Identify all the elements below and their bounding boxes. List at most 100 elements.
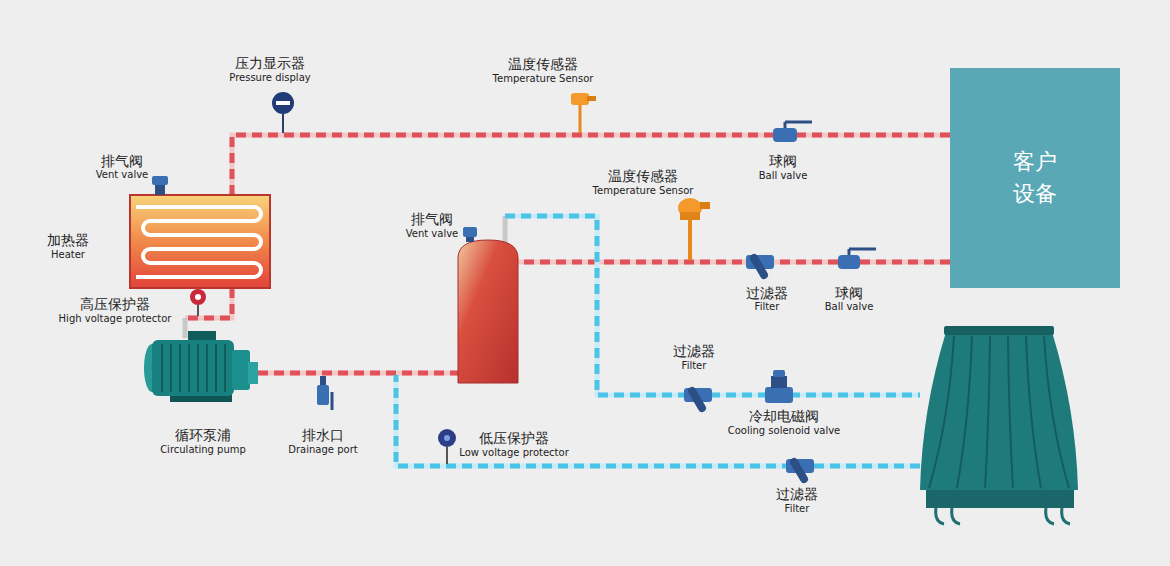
part-label: 高压保护器 — [80, 296, 150, 312]
cold-pipe-part — [505, 216, 920, 395]
ball-valve-icon — [773, 122, 812, 142]
part-label-en: Temperature Sensor — [493, 73, 594, 85]
motor-fin — [197, 344, 199, 392]
filter-icon — [684, 388, 712, 408]
part-label: 循环泵浦 — [175, 427, 231, 443]
solenoid-valve-icon-part — [771, 376, 787, 388]
pressure-display-icon-part — [282, 114, 284, 133]
solenoid-valve-icon — [765, 370, 793, 403]
water-tank — [458, 240, 518, 383]
heater-part — [136, 207, 261, 277]
hot-pipe-part — [185, 288, 232, 318]
temperature-sensor-icon — [678, 198, 710, 260]
temperature-sensor-icon-part — [700, 202, 710, 209]
solenoid-valve-icon-part — [773, 370, 785, 377]
part-label: 压力显示器 — [235, 55, 305, 71]
cooling-tower-part — [952, 508, 960, 524]
filter-icon — [786, 459, 814, 479]
vent-valve-icon-part — [463, 227, 477, 237]
ball-valve-icon-part — [849, 248, 876, 251]
ball-valve-icon-part — [838, 255, 860, 269]
high-voltage-protector-icon — [190, 289, 206, 316]
part-label-en: Filter — [682, 360, 707, 372]
part-label: 温度传感器 — [508, 56, 578, 72]
hot-pipe-part — [185, 288, 232, 318]
temperature-sensor-icon-part — [680, 212, 700, 220]
part-label-en: Filter — [785, 503, 810, 515]
part-label-en: Pressure display — [229, 72, 310, 84]
cooling-tower-part — [944, 326, 1054, 335]
cold-pipe-part — [396, 375, 920, 466]
water-tank-part — [458, 240, 518, 383]
vent-valve-icon-part — [155, 184, 165, 195]
part-label-en: High voltage protector — [59, 313, 172, 325]
part-label: 过滤器 — [746, 285, 788, 301]
part-label-en: Drainage port — [288, 444, 357, 456]
filter-icon-part — [692, 391, 702, 408]
motor-fin — [161, 344, 163, 392]
part-label: 过滤器 — [673, 343, 715, 359]
low-voltage-protector-icon-part — [438, 429, 456, 447]
part-label: 排水口 — [302, 427, 344, 443]
vent-valve-icon — [152, 176, 168, 195]
vent-valve-icon — [463, 227, 477, 242]
high-voltage-protector-icon-part — [190, 289, 206, 305]
temperature-sensor-icon — [571, 93, 596, 133]
equipment-name: 客户 设备 — [1006, 146, 1063, 210]
part-label-en: Low voltage protector — [459, 447, 569, 459]
link-pipe-part — [503, 216, 508, 242]
circulating-pump-part — [152, 340, 234, 396]
circulating-pump-part — [248, 362, 258, 384]
cooling-tower-part — [1046, 508, 1054, 524]
motor-fin — [179, 344, 181, 392]
part-label-en: Ball valve — [825, 301, 874, 313]
pressure-display-icon-part — [276, 101, 290, 105]
temperature-sensor-icon-part — [579, 104, 582, 133]
part-label: 低压保护器 — [479, 430, 549, 446]
filter-icon — [746, 255, 774, 275]
part-label: 过滤器 — [776, 486, 818, 502]
hot-pipe-part — [258, 371, 458, 376]
circulating-pump-part — [232, 350, 250, 390]
part-label: 冷却电磁阀 — [749, 408, 819, 424]
drainage-valve-icon-part — [331, 392, 334, 410]
part-label: 加热器 — [47, 232, 89, 248]
tower-rib — [1026, 336, 1041, 488]
part-label-en: Vent valve — [96, 169, 149, 181]
part-label: 排气阀 — [101, 153, 143, 169]
motor-fin — [215, 344, 217, 392]
part-label: 球阀 — [835, 285, 863, 301]
part-label-en: Vent valve — [406, 228, 459, 240]
drainage-valve-icon-part — [317, 385, 329, 405]
pressure-display-icon-part — [272, 92, 294, 114]
motor-fin — [170, 344, 172, 392]
vent-valve-icon-part — [152, 176, 168, 185]
solenoid-valve-icon-part — [765, 387, 793, 403]
part-label-en: Heater — [51, 249, 85, 261]
temperature-sensor-icon-part — [688, 214, 692, 260]
hot-pipe-part — [232, 135, 950, 195]
cooling-tower-part — [936, 508, 944, 524]
motor-fin — [224, 344, 226, 392]
cooling-tower-part — [920, 332, 1078, 490]
motor-fin — [206, 344, 208, 392]
motor-fin — [188, 344, 190, 392]
part-label-en: Ball valve — [759, 170, 808, 182]
ball-valve-icon-part — [785, 121, 812, 124]
circulating-pump — [144, 331, 258, 402]
link-pipe-part — [183, 318, 188, 338]
cooling-tower-part — [929, 336, 1069, 488]
cooling-tower-part — [926, 488, 1074, 508]
heater — [130, 195, 270, 288]
low-voltage-protector-icon-part — [446, 447, 448, 464]
ball-valve-icon-part — [773, 128, 797, 142]
filter-icon-part — [794, 462, 804, 479]
hot-pipe-part — [258, 371, 458, 376]
hot-pipe-part — [518, 260, 950, 265]
temperature-sensor-icon-part — [587, 96, 596, 101]
high-voltage-protector-icon-part — [197, 305, 199, 316]
heater-part — [130, 195, 270, 288]
ball-valve-icon — [838, 249, 876, 269]
temperature-sensor-icon-part — [571, 93, 589, 105]
